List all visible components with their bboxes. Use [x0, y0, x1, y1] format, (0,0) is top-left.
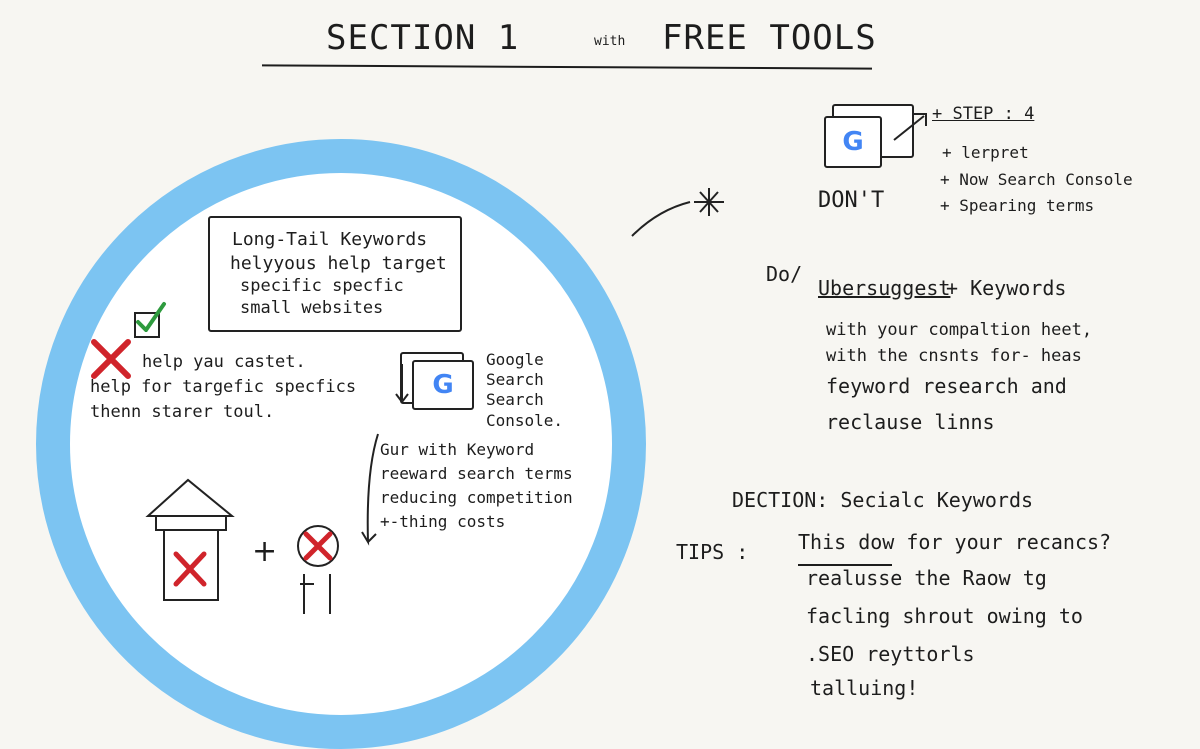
do-line-4: reclause linns — [826, 410, 995, 434]
keywords-label: + Keywords — [946, 276, 1067, 300]
reward-line-2: reeward search terms — [380, 464, 573, 483]
section-subtitle: FREE TOOLS — [662, 18, 877, 58]
house-icon — [145, 478, 235, 601]
pointer-line — [631, 188, 724, 237]
cross-line-3: thenn starer toul. — [90, 402, 275, 422]
gsc-label-2: Search — [486, 370, 544, 389]
tips-line-4: .SEO reyttorls — [806, 642, 975, 666]
tips-line-5: talluing! — [810, 676, 919, 700]
title-underline — [261, 64, 873, 70]
cross-line-2: help for targefic specfics — [90, 377, 357, 397]
step-4: + Spearing terms — [940, 196, 1095, 215]
right-gsc-card: G — [824, 116, 882, 168]
dont-label: DON'T — [818, 188, 885, 213]
do-line-2: with the cnsnts for- heas — [826, 346, 1082, 366]
tips-line-1: This dow for your recancs? — [798, 530, 1112, 554]
longtail-box — [208, 216, 462, 332]
tips-line-3: facling shrout owing to — [806, 604, 1083, 628]
gsc-label-3: Search — [486, 390, 544, 409]
step-1: + STEP : 4 — [932, 104, 1035, 124]
section-with: with — [594, 34, 626, 49]
step-3: + Now Search Console — [940, 170, 1133, 189]
gsc-label-4: Console. — [486, 411, 564, 430]
reward-line-4: +-thing costs — [380, 512, 506, 531]
reward-line-1: Gur with Keyword — [380, 440, 535, 459]
person-x-icon — [297, 525, 339, 614]
dection-heading: DECTION: Secialc Keywords — [732, 488, 1034, 512]
tips-underline — [798, 564, 892, 566]
section-title: SECTION 1 — [326, 18, 520, 58]
longtail-line-2: helyyous help target — [230, 253, 447, 274]
check-mark-icon — [136, 302, 166, 332]
bracket-arrow-icon — [361, 433, 379, 546]
longtail-line-4: small websites — [240, 298, 384, 318]
google-g-icon: G — [432, 370, 454, 400]
longtail-line-1: Long-Tail Keywords — [232, 229, 428, 250]
gsc-label-1: Google — [486, 350, 544, 369]
reward-line-3: reducing competition — [380, 488, 573, 507]
do-line-1: with your compaltion heet, — [826, 320, 1093, 340]
do-line-3: feyword research and — [826, 374, 1067, 398]
gsc-card: G — [412, 360, 474, 410]
red-x-icon — [91, 339, 131, 379]
longtail-line-3: specific specfic — [240, 276, 404, 296]
do-label: Do/ — [766, 262, 803, 286]
tips-line-2: realusse the Raow tg — [806, 566, 1047, 590]
down-arrow-icon — [395, 364, 409, 404]
cross-line-1: help yau castet. — [142, 352, 306, 372]
step-arrow-icon — [893, 113, 927, 141]
step-2: + lerpret — [942, 143, 1029, 162]
ubersuggest-label: Ubersuggest — [818, 276, 951, 300]
right-google-g-icon: G — [842, 127, 864, 157]
plus-sign: + — [252, 534, 278, 569]
tips-label: TIPS : — [676, 540, 749, 564]
